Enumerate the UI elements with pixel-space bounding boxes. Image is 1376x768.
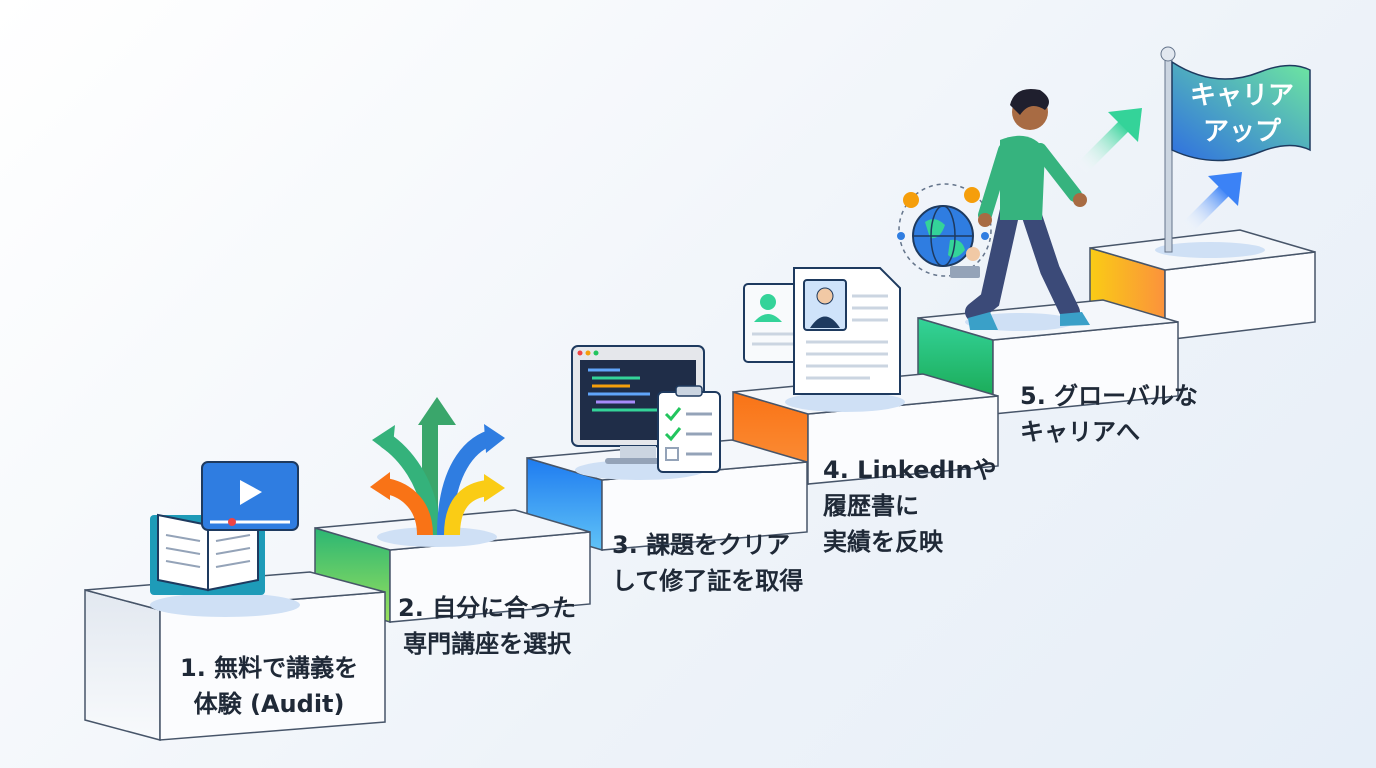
global-network-icon <box>897 183 992 278</box>
step-riser <box>84 589 161 741</box>
step-label-line: キャリアへ <box>1020 418 1140 446</box>
step-label-line: 2. 自分に合った <box>398 594 577 622</box>
resume-profile-icon <box>743 267 905 412</box>
step-label-line: 1. 無料で講義を <box>180 654 359 682</box>
step-label-line: 体験 (Audit) <box>193 690 345 718</box>
step-label-line: 3. 課題をクリア <box>612 531 791 559</box>
step-label-line: 5. グローバルな <box>1020 382 1198 410</box>
flag-text: キャリア アップ <box>1182 78 1302 150</box>
computer-checklist-icon <box>571 345 721 480</box>
walking-person-figure <box>965 89 1090 331</box>
step-4-label: 4. LinkedInや 履歴書に 実績を反映 <box>823 452 997 560</box>
step-label-line: 履歴書に <box>823 492 919 520</box>
up-arrow-icon <box>1075 108 1242 235</box>
step-3-label: 3. 課題をクリア して修了証を取得 <box>612 527 803 599</box>
step-label-line: 専門講座を選択 <box>403 630 572 658</box>
career-up-flag <box>1155 46 1311 258</box>
branching-arrows-icon <box>370 397 505 547</box>
step-label-line: 実績を反映 <box>823 528 943 556</box>
step-5-label: 5. グローバルな キャリアへ <box>1020 378 1198 450</box>
step-1-label: 1. 無料で講義を 体験 (Audit) <box>180 650 358 722</box>
step-label-line: 4. LinkedInや <box>823 456 997 484</box>
step-label-line: して修了証を取得 <box>612 567 804 595</box>
flag-text-line: キャリア <box>1189 81 1294 111</box>
flag-text-line: アップ <box>1202 117 1281 147</box>
step-2-label: 2. 自分に合った 専門講座を選択 <box>398 590 576 662</box>
book-video-icon <box>150 461 300 617</box>
